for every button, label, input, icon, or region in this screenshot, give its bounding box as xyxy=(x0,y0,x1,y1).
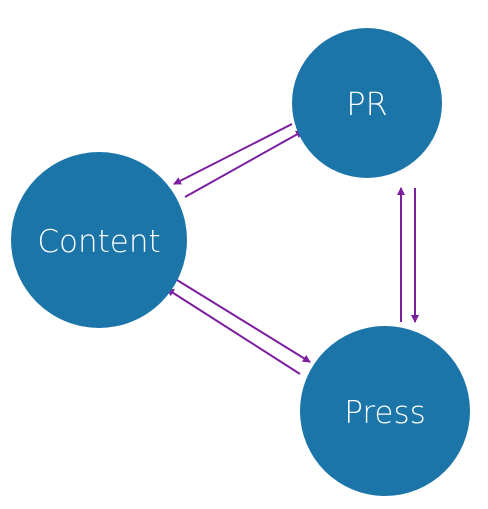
node-press-circle xyxy=(300,326,470,496)
node-press-label: Press xyxy=(344,395,426,431)
node-pr-circle xyxy=(292,28,442,178)
node-content-label: Content xyxy=(37,224,160,260)
arrow-pr-to-content xyxy=(173,123,293,185)
arrow-content-to-press xyxy=(176,279,311,363)
node-content-circle xyxy=(11,152,187,328)
arrow-content-to-pr xyxy=(184,130,304,198)
node-content: Content xyxy=(11,152,187,328)
arrow-press-to-content xyxy=(166,288,301,375)
node-pr-label: PR xyxy=(346,85,388,123)
node-pr: PR xyxy=(292,28,442,178)
node-press: Press xyxy=(300,326,470,496)
